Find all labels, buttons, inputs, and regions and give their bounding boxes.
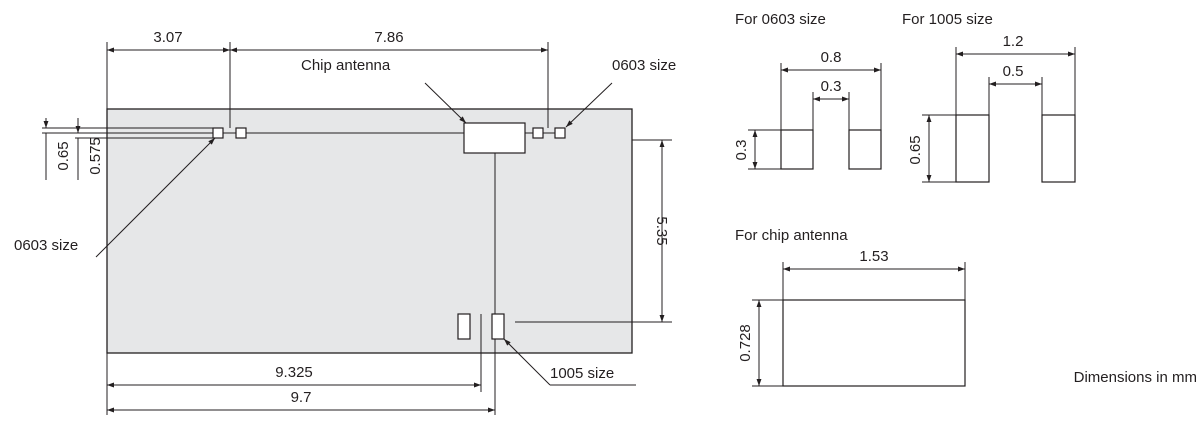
pad-1005-b: [491, 313, 505, 340]
dim-top-mid: 7.86: [374, 29, 403, 46]
detail-antenna-width: 1.53: [859, 248, 888, 265]
detail-0603-width: 0.8: [821, 49, 842, 66]
dim-right-height: 5.35: [653, 216, 670, 245]
leader-chip-antenna: [424, 82, 467, 124]
dim-left-inner: 0.575: [87, 137, 104, 175]
pad-0603-right-b: [554, 127, 566, 139]
dim-top-left: 3.07: [153, 29, 182, 46]
detail-0603-gap: 0.3: [821, 78, 842, 95]
leader-1005: [503, 338, 551, 386]
pcb-board: [106, 108, 633, 354]
label-chip-antenna: Chip antenna: [301, 57, 391, 74]
detail-1005-height: 0.65: [907, 135, 924, 164]
detail-antenna-pad: [782, 299, 966, 387]
detail-1005: For 1005 size 1.2 0.5 0.65: [902, 11, 1076, 183]
detail-0603-pad-right: [848, 129, 882, 170]
detail-antenna-title: For chip antenna: [735, 227, 848, 244]
detail-0603-pad-left: [780, 129, 814, 170]
label-0603-top: 0603 size: [612, 57, 676, 74]
leader-0603-top: [565, 82, 613, 128]
detail-antenna: For chip antenna 1.53 0.728: [735, 227, 966, 387]
dim-left-outer: 0.65: [55, 141, 72, 170]
pad-0603-left-b: [235, 127, 247, 139]
pad-0603-right-a: [532, 127, 544, 139]
dim-bottom-inner: 9.325: [275, 364, 313, 381]
detail-1005-width: 1.2: [1003, 33, 1024, 50]
dim-bottom-outer: 9.7: [291, 389, 312, 406]
detail-0603-title: For 0603 size: [735, 11, 826, 28]
detail-0603: For 0603 size 0.8 0.3 0.3: [733, 11, 882, 170]
detail-0603-height: 0.3: [733, 140, 750, 161]
chip-antenna-pad: [463, 122, 526, 154]
pad-0603-left-a: [212, 127, 224, 139]
detail-1005-title: For 1005 size: [902, 11, 993, 28]
label-0603-left: 0603 size: [14, 237, 78, 254]
detail-1005-gap: 0.5: [1003, 63, 1024, 80]
units-note: Dimensions in mm: [1074, 369, 1197, 386]
pad-1005-a: [457, 313, 471, 340]
detail-antenna-height: 0.728: [737, 324, 754, 362]
detail-1005-pad-right: [1041, 114, 1076, 183]
leader-0603-left: [95, 137, 216, 258]
detail-1005-pad-left: [955, 114, 990, 183]
label-1005: 1005 size: [550, 365, 614, 382]
main-layout: 3.07 7.86 0.65 0.575 5.35 9.325 9.7 Chip…: [14, 29, 676, 415]
